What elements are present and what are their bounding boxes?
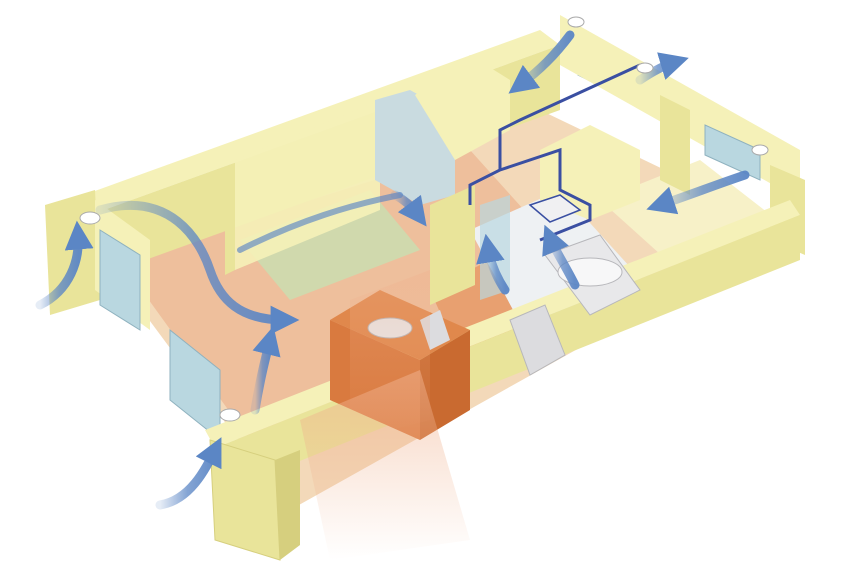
duct-unit [528, 194, 582, 223]
wall-vent-icon [636, 62, 654, 74]
light-beams [300, 270, 470, 560]
partition-2 [235, 100, 380, 270]
airflow-corridor [237, 192, 403, 253]
airflow-wave [95, 200, 300, 335]
right-window [704, 124, 761, 181]
duct-path [468, 63, 641, 242]
partition-5 [540, 125, 640, 220]
washbasin [509, 304, 566, 376]
wall-vent-icon [751, 144, 769, 156]
airflow-right [646, 170, 750, 215]
duct-lines [468, 63, 641, 242]
airflow-up [250, 326, 281, 415]
airflow-bath [542, 224, 580, 290]
partition-3 [415, 55, 510, 160]
partition-6 [660, 95, 690, 195]
left-window-1 [99, 229, 141, 331]
airflow-exhaust-top [635, 52, 689, 85]
airflow-back-wall [508, 30, 575, 94]
green-room-floor [240, 190, 420, 300]
partitions [225, 55, 690, 305]
front-pillar [209, 439, 281, 561]
airflow-bath-2 [476, 233, 510, 295]
partition-4 [430, 185, 475, 305]
wall-vent-icon [219, 408, 241, 422]
wall-vents [79, 16, 769, 422]
airflow-arrows [35, 30, 750, 510]
wall-vent-icon [567, 16, 585, 28]
airflow-intake-left [35, 220, 94, 310]
partition-1 [225, 165, 235, 275]
wall-vent-icon [79, 211, 101, 225]
airflow-intake-bottom [155, 437, 222, 510]
